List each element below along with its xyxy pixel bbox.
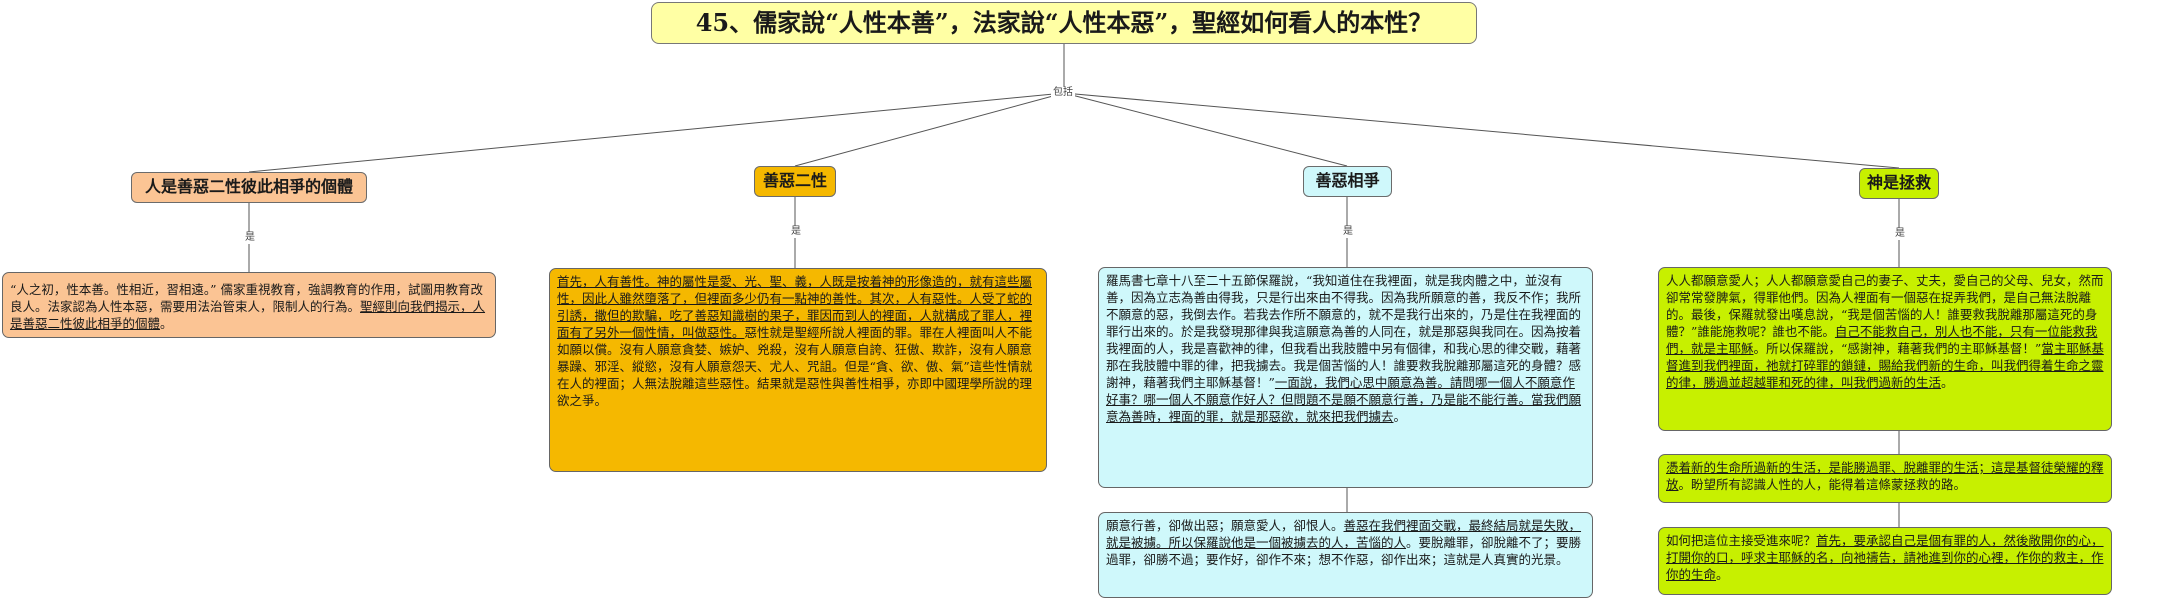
note-underlined-text: 首先，要承認自己是個有罪的人，然後敞開你的心，打開你的口，呼求主耶穌的名，向祂禱… — [1666, 533, 2104, 582]
note-how-to-receive: 如何把這位主接受進來呢？首先，要承認自己是個有罪的人，然後敞開你的心，打開你的口… — [1658, 527, 2112, 595]
note-text: 願意行善，卻做出惡；願意愛人，卻恨人。 — [1106, 518, 1344, 533]
note-good-and-evil-nature: 首先，人有善性。神的屬性是愛、光、聖、義，人既是按着神的形像造的，就有這些屬性，… — [549, 268, 1047, 472]
note-text: 如何把這位主接受進來呢？ — [1666, 533, 1817, 548]
note-jesus-saves: 人人都願意愛人；人人都願意愛自己的妻子、丈夫，愛自己的父母、兒女，然而卻常常發脾… — [1658, 267, 2112, 431]
note-confucian-legalist-view: “人之初，性本善。性相近，習相遠。” 儒家重視教育，強調教育的作用，試圖用教育改… — [2, 272, 496, 338]
note-underlined-text: 一面說，我們心思中願意為善。請問哪一個人不願意作好事？哪一個人不願意作好人？但問… — [1106, 375, 1582, 424]
topic-good-evil-conflict: 善惡相爭 — [1303, 166, 1392, 197]
note-text: 。所以保羅說，“感謝神，藉著我們的主耶穌基督！” — [1753, 341, 2042, 356]
note-text: “人之初，性本善。性相近，習相遠。” 儒家重視教育，強調教育的作用，試圖用教育改… — [10, 282, 484, 314]
note-underlined-text: 首先，人有善性。神的屬性是愛、光、聖、義，人既是按着神的形像造的，就有這些屬性，… — [557, 274, 1033, 340]
note-underlined-text: 憑着新的生命所過新的生活，是能勝過罪、脫離罪的生活；這是基督徒榮耀的釋放 — [1666, 460, 2104, 492]
note-text: 。 — [1393, 409, 1407, 424]
note-underlined-text: 聖經則向我們揭示，人是善惡二性彼此相爭的個體 — [10, 299, 486, 331]
note-text: 惡性就是聖經所說人裡面的罪。罪在人裡面叫人不能如願以償。沒有人願意貪婪、嫉妒、兇… — [557, 325, 1033, 408]
link-label-topic-2: 是 — [789, 226, 803, 238]
note-new-life: 憑着新的生命所過新的生活，是能勝過罪、脫離罪的生活；這是基督徒榮耀的釋放。盼望所… — [1658, 454, 2112, 503]
hub-label: 包括 — [1051, 87, 1075, 99]
note-text: 。要脫離罪，卻脫離不了；要勝過罪，卻勝不過；要作好，卻作不來；想不作惡，卻作出來… — [1106, 535, 1582, 567]
note-text: 。 — [160, 316, 173, 331]
note-underlined-text: 當主耶穌基督進到我們裡面，祂就打碎罪的鎖鏈，賜給我們新的生命，叫我們得着生命之靈… — [1666, 341, 2104, 390]
link-label-topic-1: 是 — [243, 232, 257, 244]
note-text: 人人都願意愛人；人人都願意愛自己的妻子、丈夫，愛自己的父母、兒女，然而卻常常發脾… — [1666, 273, 2104, 339]
topic-god-is-salvation: 神是拯救 — [1859, 168, 1939, 199]
link-label-topic-4: 是 — [1893, 228, 1907, 240]
note-text: 羅馬書七章十八至二十五節保羅說，“我知道住在我裡面，就是我肉體之中，並沒有善，因… — [1106, 273, 1582, 390]
note-text: 。盼望所有認識人性的人，能得着這條蒙拯救的路。 — [1678, 477, 1967, 492]
mindmap-title: 45、儒家說“人性本善”，法家說“人性本惡”，聖經如何看人的本性？ — [651, 2, 1477, 44]
note-true-condition: 願意行善，卻做出惡；願意愛人，卻恨人。善惡在我們裡面交戰，最終結局就是失敗，就是… — [1098, 512, 1593, 598]
note-text: 。 — [1941, 375, 1954, 390]
note-underlined-text: 善惡在我們裡面交戰，最終結局就是失敗，就是被擄。所以保羅說他是一個被擄去的人，苦… — [1106, 518, 1582, 550]
note-underlined-text: 自己不能救自己，別人也不能，只有一位能救我們，就是主耶穌 — [1666, 324, 2098, 356]
topic-good-evil-struggle-individual: 人是善惡二性彼此相爭的個體 — [131, 172, 367, 203]
note-romans-seven: 羅馬書七章十八至二十五節保羅說，“我知道住在我裡面，就是我肉體之中，並沒有善，因… — [1098, 267, 1593, 488]
note-text: 。 — [1716, 567, 1729, 582]
topic-two-natures: 善惡二性 — [754, 166, 836, 197]
link-label-topic-3: 是 — [1341, 226, 1355, 238]
